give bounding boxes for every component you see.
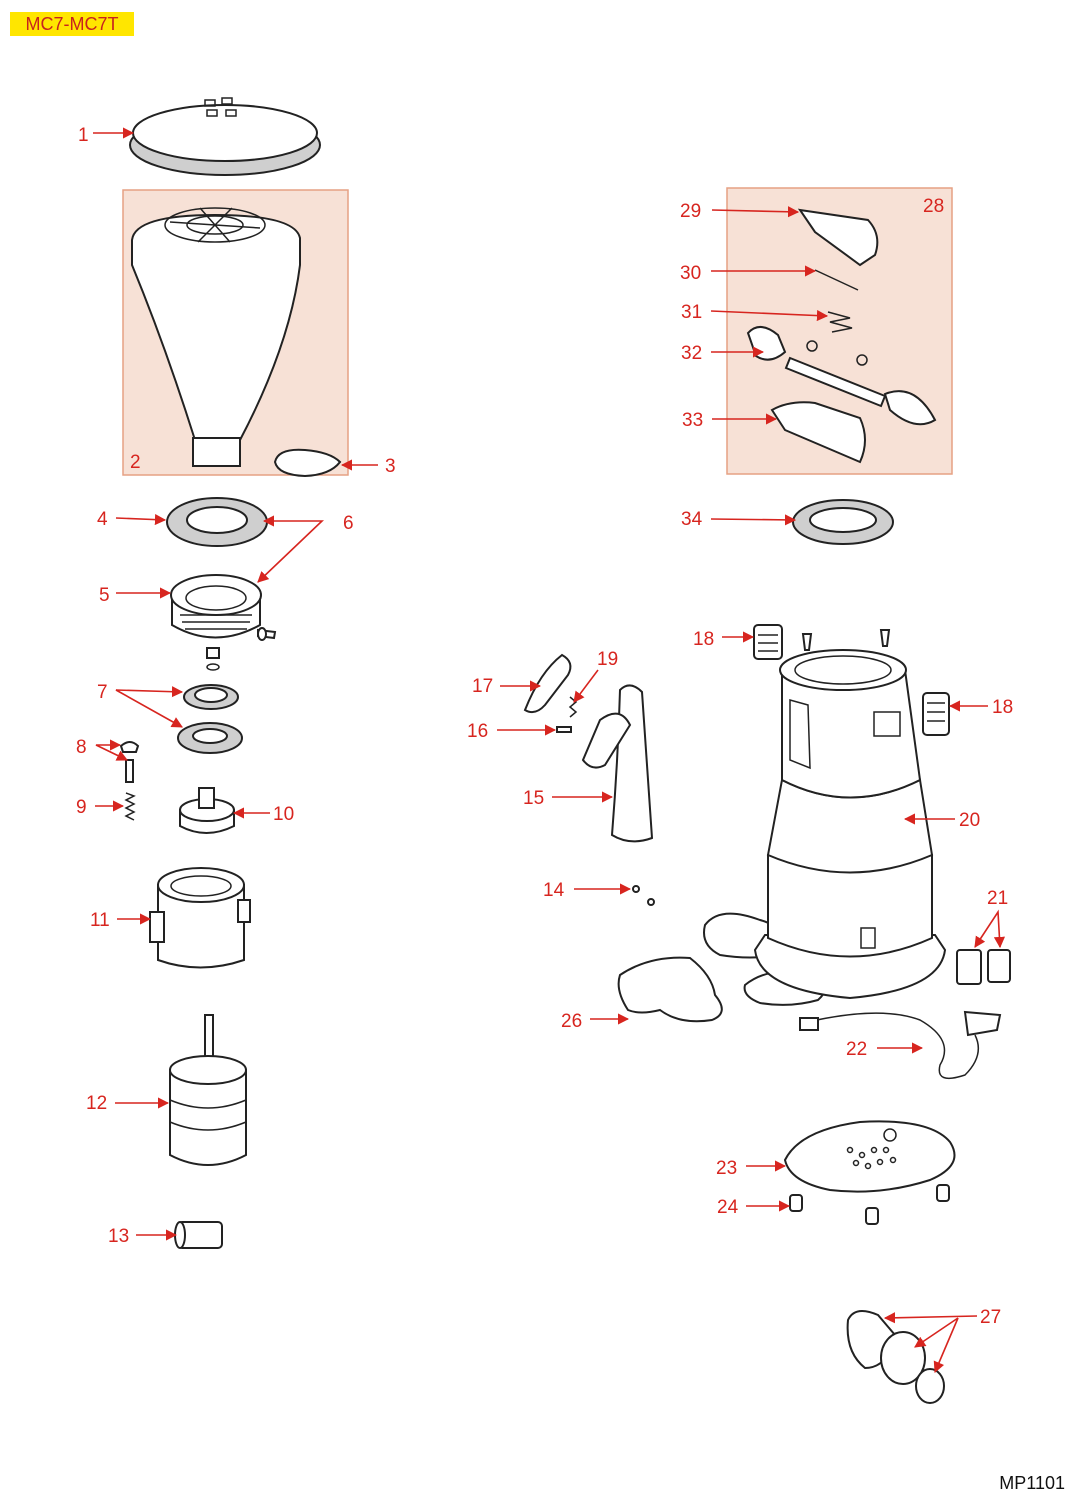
callout-27: 27 [980, 1307, 1001, 1328]
callout-28: 28 [923, 196, 944, 217]
callout-5: 5 [99, 585, 110, 606]
small-nut-washer [206, 647, 220, 671]
callout-31: 31 [681, 302, 702, 323]
part-3-shutter-plate [273, 448, 342, 478]
callout-30: 30 [680, 263, 701, 284]
callout-26: 26 [561, 1011, 582, 1032]
callout-17: 17 [472, 676, 493, 697]
callout-4: 4 [97, 509, 108, 530]
callout-8: 8 [76, 737, 87, 758]
part-34-gear-ring [792, 499, 894, 545]
callout-6: 6 [343, 513, 354, 534]
part-23-base-plate [783, 1120, 956, 1193]
part-18-vent-right [922, 692, 950, 736]
callout-34: 34 [681, 509, 703, 530]
arrow-27 [883, 1312, 978, 1324]
callout-1: 1 [78, 125, 89, 146]
part-24-feet [789, 1184, 950, 1225]
part-8-key-pin [119, 741, 140, 783]
part-11-motor-housing [149, 867, 251, 969]
part-13-capacitor [174, 1221, 223, 1249]
callout-22: 22 [846, 1039, 867, 1060]
part-29-adjust-lever [797, 208, 879, 267]
arrow-31 [710, 309, 829, 322]
arrow-29 [711, 206, 800, 218]
part-22-power-cord [799, 1010, 1002, 1080]
part-21-switches [956, 949, 1011, 985]
arrow-7 [115, 686, 184, 728]
arrow-6 [257, 515, 324, 583]
callout-14: 14 [543, 880, 565, 901]
part-5-burr-carrier [170, 574, 262, 639]
callout-29: 29 [680, 201, 701, 222]
part-33-bracket [770, 401, 866, 464]
callout-15: 15 [523, 788, 544, 809]
part-14-screws [632, 885, 655, 906]
callout-3: 3 [385, 456, 396, 477]
part-2-hopper [131, 207, 301, 467]
part-9-spring [124, 792, 136, 821]
part-30-pin [814, 269, 859, 291]
arrow-8 [95, 739, 129, 761]
part-17-dosing-lever [523, 653, 572, 714]
part-1-lid [129, 97, 321, 176]
part-4-ring [166, 497, 268, 547]
callout-12: 12 [86, 1093, 107, 1114]
part-12-motor [169, 1014, 247, 1166]
callout-24: 24 [717, 1197, 739, 1218]
part-26-drip-tray [617, 956, 723, 1023]
callout-18b: 18 [992, 697, 1013, 718]
part-7-burr-upper [183, 684, 239, 710]
part-10-coupling [179, 787, 235, 834]
callout-19: 19 [597, 649, 618, 670]
arrow-27b [914, 1317, 959, 1348]
arrow-27c [933, 1317, 959, 1374]
model-tag: MC7-MC7T [10, 12, 134, 36]
callout-18a: 18 [693, 629, 714, 650]
part-16-pin [556, 726, 572, 733]
callout-7: 7 [97, 682, 108, 703]
callout-2: 2 [130, 452, 141, 473]
callout-21: 21 [987, 888, 1008, 909]
part-6-screw [257, 627, 277, 641]
callout-9: 9 [76, 797, 87, 818]
part-31-spring [827, 311, 853, 333]
callout-33: 33 [682, 410, 703, 431]
callout-13: 13 [108, 1226, 129, 1247]
arrow-19 [573, 669, 599, 703]
part-18-vent-left [753, 624, 783, 660]
part-7-burr-lower [177, 722, 243, 754]
callout-32: 32 [681, 343, 702, 364]
callout-16: 16 [467, 721, 488, 742]
arrow-4 [115, 513, 167, 526]
part-15-chute [581, 684, 654, 843]
arrow-21 [974, 909, 1006, 949]
part-27-timer [846, 1310, 945, 1404]
callout-23: 23 [716, 1158, 737, 1179]
document-code: MP1101 [999, 1473, 1065, 1493]
callout-20: 20 [959, 810, 980, 831]
arrow-34 [710, 514, 797, 526]
callout-10: 10 [273, 804, 294, 825]
callout-11: 11 [90, 910, 110, 931]
part-20-grinder-body [703, 649, 947, 1006]
